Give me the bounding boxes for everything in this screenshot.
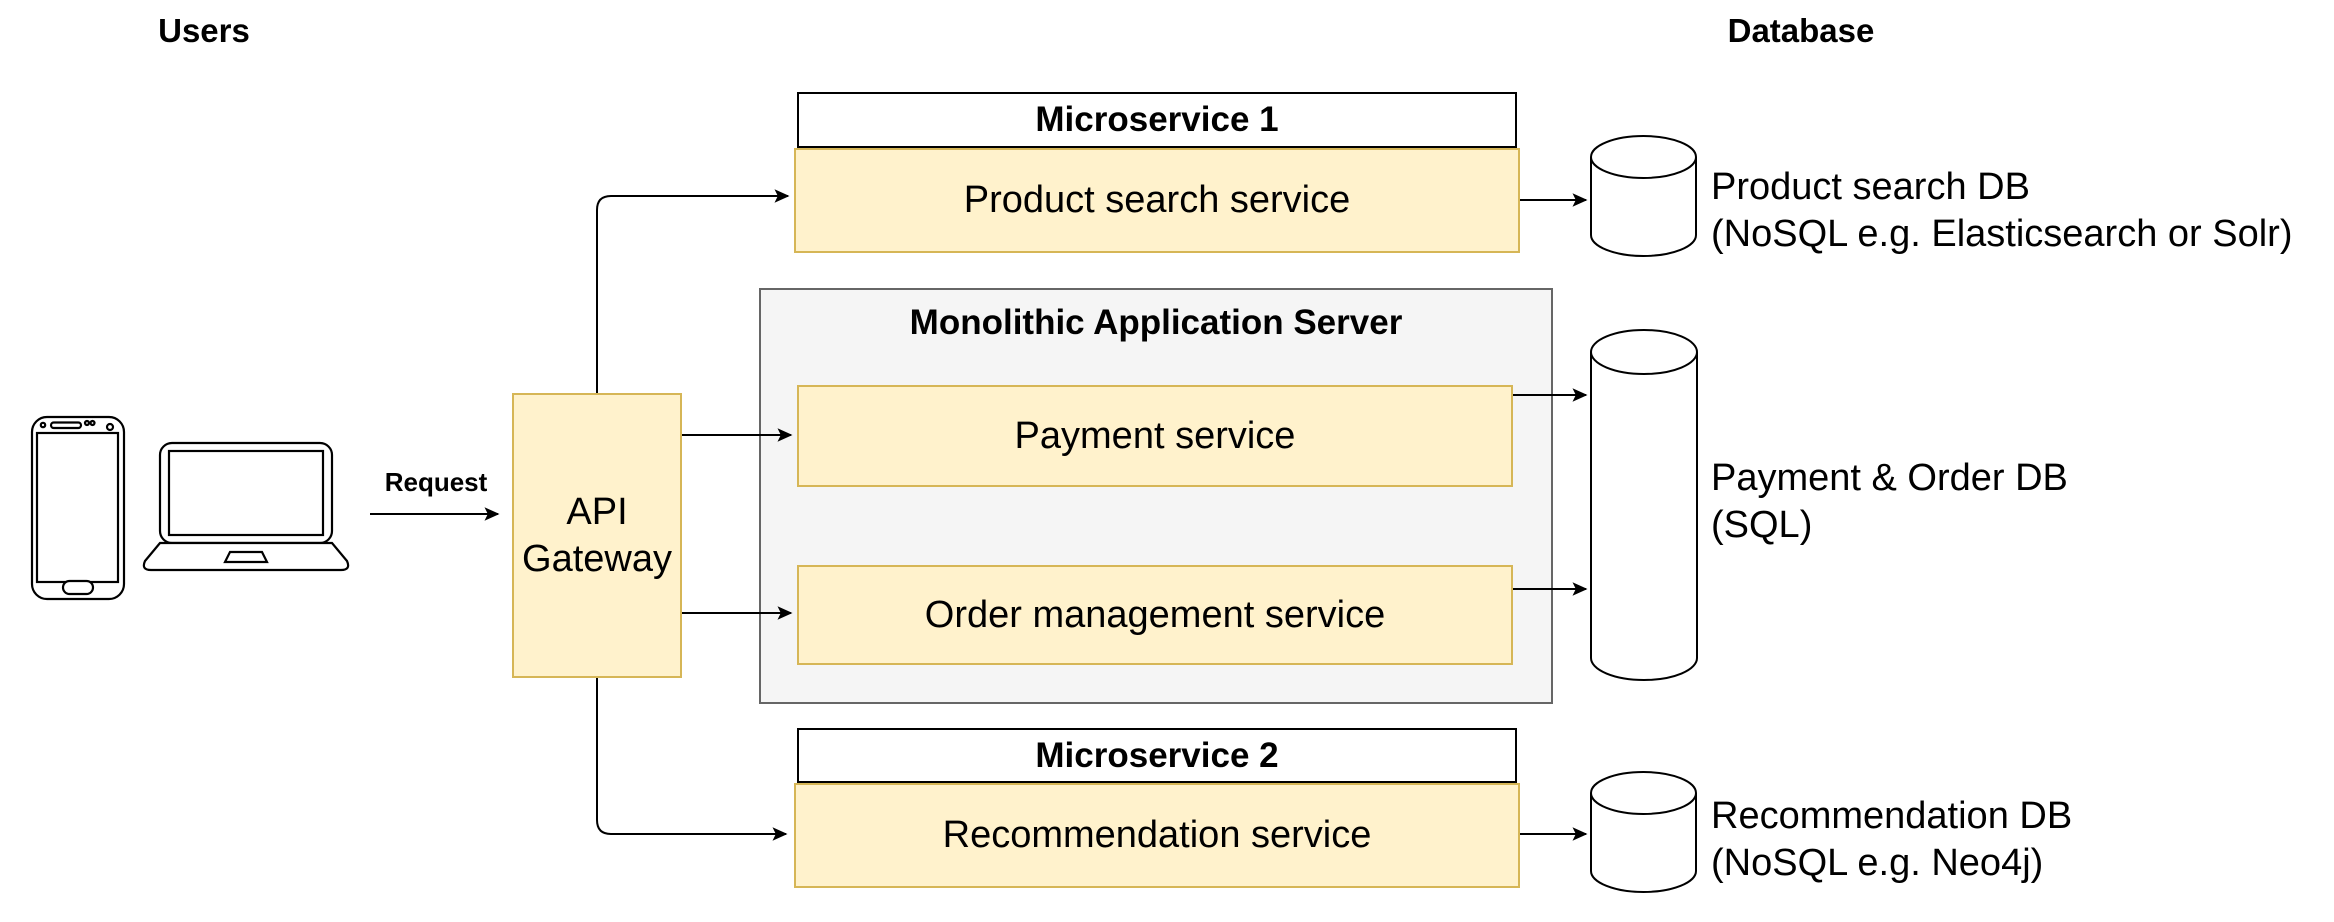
product-search-db-name: Product search DB: [1711, 166, 2030, 208]
recommendation-db-label: Recommendation DB (NoSQL e.g. Neo4j): [1711, 793, 2072, 887]
product-search-service-node: Product search service: [794, 148, 1520, 253]
product-search-db-tech: (NoSQL e.g. Elasticsearch or Solr): [1711, 213, 2293, 255]
recommendation-db-tech: (NoSQL e.g. Neo4j): [1711, 842, 2044, 884]
product-search-service-label: Product search service: [963, 179, 1351, 221]
payment-order-db-name: Payment & Order DB: [1711, 457, 2068, 499]
payment-order-db-cylinder-icon: [1590, 329, 1698, 681]
users-title: Users: [158, 12, 250, 49]
recommendation-db-cylinder-icon: [1590, 771, 1697, 893]
order-management-service-label: Order management service: [924, 593, 1386, 636]
database-title: Database: [1727, 12, 1875, 49]
payment-order-db-label: Payment & Order DB (SQL): [1711, 455, 2068, 549]
connector-gateway-to-recommendation: [596, 678, 788, 841]
recommendation-db-name: Recommendation DB: [1711, 795, 2073, 837]
recommendation-service-label: Recommendation service: [942, 814, 1372, 856]
laptop-icon: [142, 441, 350, 572]
order-management-service-node: Order management service: [797, 565, 1513, 665]
api-gateway-node: API Gateway: [512, 393, 682, 678]
microservice1-title-box: Microservice 1: [797, 92, 1517, 148]
product-search-db-label: Product search DB (NoSQL e.g. Elasticsea…: [1711, 164, 2292, 258]
recommendation-service-node: Recommendation service: [794, 783, 1520, 888]
microservice1-title: Microservice 1: [1035, 100, 1279, 139]
monolith-title: Monolithic Application Server: [909, 303, 1403, 342]
request-label: Request: [384, 467, 488, 497]
product-search-db-cylinder-icon: [1590, 135, 1697, 257]
api-gateway-label: API Gateway: [522, 490, 672, 580]
microservice2-title-box: Microservice 2: [797, 728, 1517, 783]
microservice2-title: Microservice 2: [1035, 735, 1279, 775]
smartphone-icon: [30, 415, 126, 601]
payment-order-db-tech: (SQL): [1711, 504, 1813, 546]
payment-service-label: Payment service: [1014, 414, 1296, 457]
payment-service-node: Payment service: [797, 385, 1513, 487]
